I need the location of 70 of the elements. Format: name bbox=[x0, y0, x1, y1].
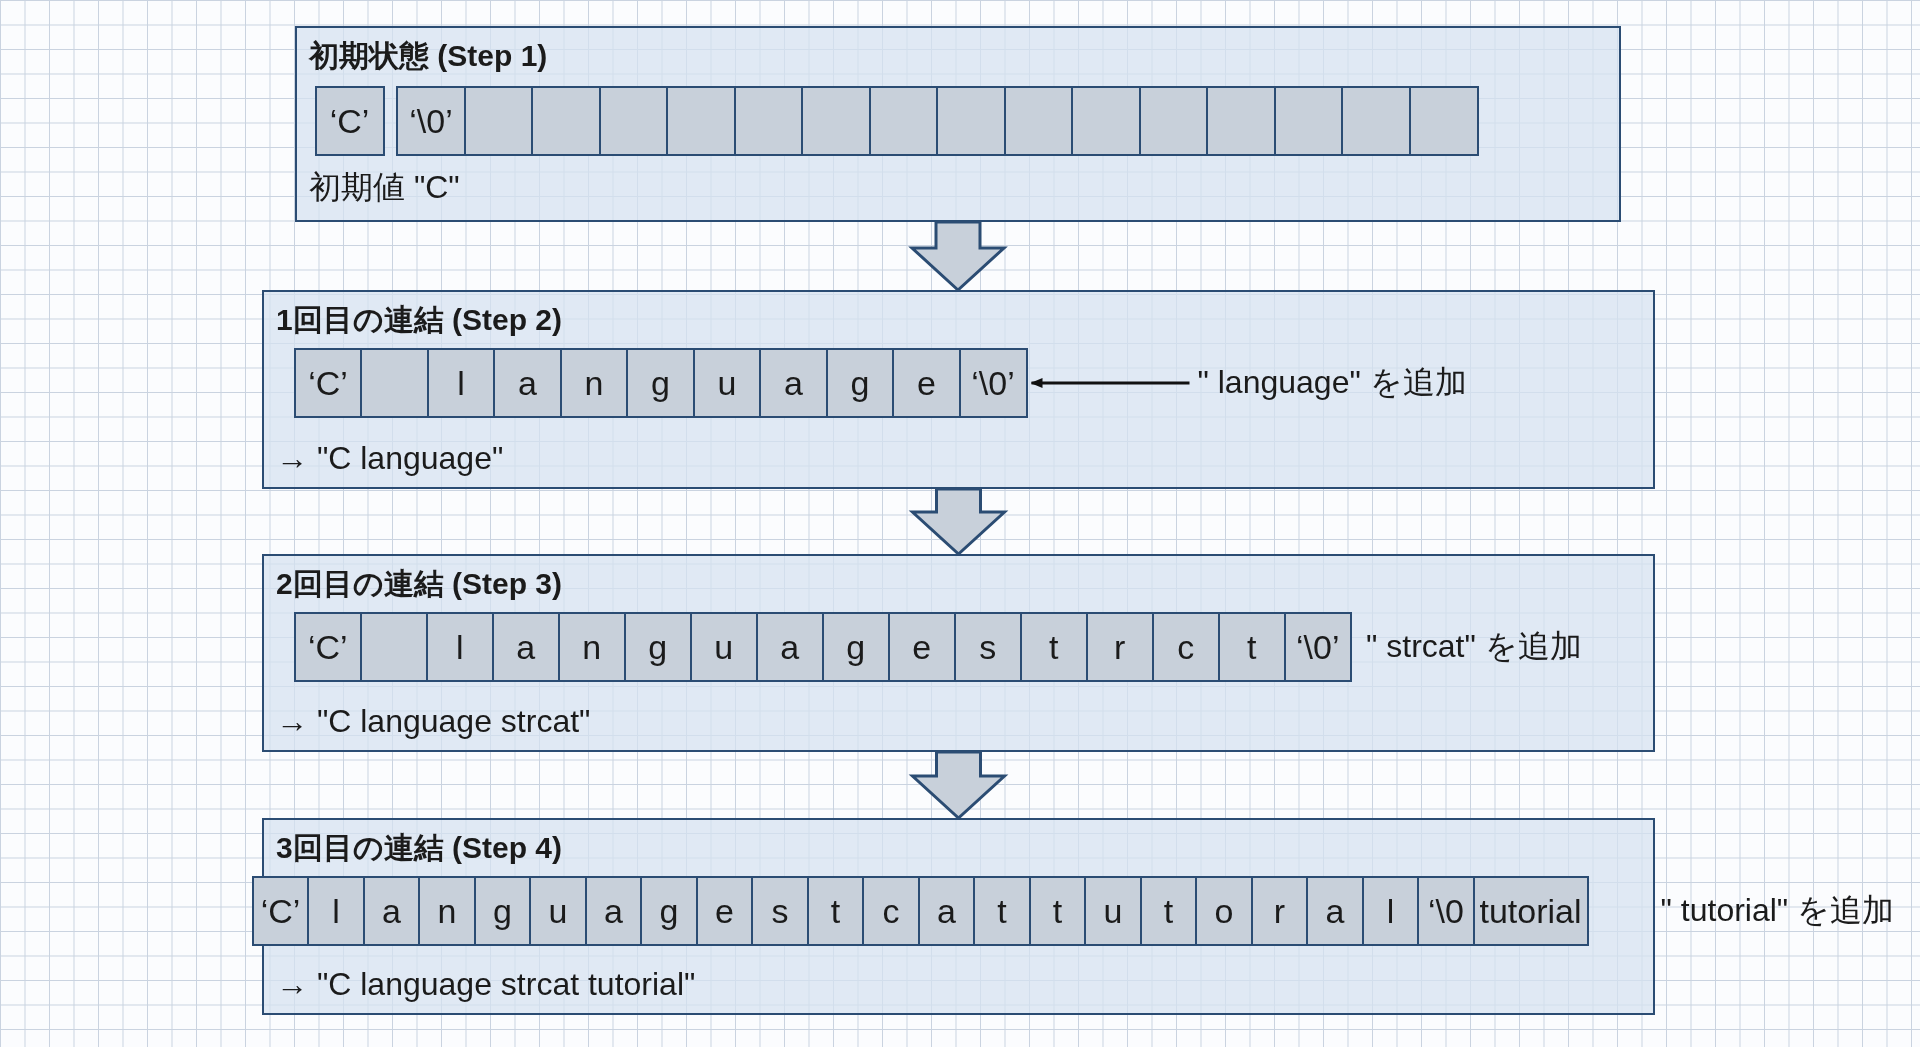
annotation-text: " strcat" を追加 bbox=[1366, 627, 1582, 666]
char-cell: o bbox=[1195, 876, 1253, 946]
step-panel bbox=[262, 290, 1655, 489]
char-cell: a bbox=[493, 348, 562, 418]
char-cell: t bbox=[1139, 876, 1198, 946]
char-cell: ‘\0’ bbox=[1283, 612, 1352, 682]
result-text: → "C language" bbox=[276, 440, 504, 477]
block-arrow bbox=[908, 487, 1009, 557]
char-cell: a bbox=[584, 876, 643, 946]
char-cell: t bbox=[1028, 876, 1087, 946]
char-cell: t bbox=[1217, 612, 1286, 682]
char-cell: a bbox=[755, 612, 824, 682]
char-cell: g bbox=[640, 876, 698, 946]
char-cell: u bbox=[689, 612, 758, 682]
char-cell: n bbox=[418, 876, 476, 946]
char-cell: l bbox=[307, 876, 365, 946]
step-heading: 3回目の連結 (Step 4) bbox=[276, 830, 563, 866]
char-cell: tutorial bbox=[1472, 876, 1589, 946]
step-panel bbox=[295, 26, 1621, 222]
char-cell: a bbox=[1306, 876, 1364, 946]
char-cell: t bbox=[1019, 612, 1088, 682]
step-panel bbox=[262, 554, 1655, 752]
char-cell: g bbox=[821, 612, 890, 682]
char-cell: u bbox=[692, 348, 762, 418]
char-cell: l bbox=[1361, 876, 1420, 946]
char-cell: u bbox=[1084, 876, 1142, 946]
char-cell: e bbox=[695, 876, 754, 946]
empty-cell bbox=[359, 612, 428, 682]
char-cell: a bbox=[362, 876, 421, 946]
char-cell: r bbox=[1250, 876, 1309, 946]
char-cell: ‘\0’ bbox=[958, 348, 1028, 418]
result-text: → "C language strcat" bbox=[276, 703, 591, 740]
char-cell: g bbox=[825, 348, 895, 418]
char-cell: u bbox=[529, 876, 587, 946]
char-cell: t bbox=[806, 876, 865, 946]
char-cell: a bbox=[917, 876, 976, 946]
char-cell: g bbox=[473, 876, 532, 946]
empty-cell bbox=[360, 348, 429, 418]
char-cell: a bbox=[759, 348, 828, 418]
char-cell: c bbox=[1151, 612, 1220, 682]
char-cell: ‘C’ bbox=[293, 348, 363, 418]
char-cell: ‘C’ bbox=[293, 612, 362, 682]
block-arrow bbox=[908, 220, 1008, 293]
char-cell: s bbox=[751, 876, 809, 946]
char-cell: ‘C’ bbox=[251, 876, 310, 946]
char-cell: l bbox=[425, 612, 494, 682]
char-cell: t bbox=[973, 876, 1031, 946]
char-cell: n bbox=[559, 348, 629, 418]
char-cell: g bbox=[623, 612, 692, 682]
char-cell: e bbox=[892, 348, 961, 418]
char-cell: s bbox=[953, 612, 1022, 682]
char-cell: n bbox=[557, 612, 626, 682]
result-text: 初期値 "C" bbox=[309, 168, 460, 207]
arrow bbox=[1030, 378, 1190, 388]
annotation-text: " language" を追加 bbox=[1197, 361, 1467, 405]
char-cell: ‘\0 bbox=[1417, 876, 1475, 946]
annotation-text: " tutorial" を追加 bbox=[1660, 891, 1895, 930]
char-cell: ‘\0’ bbox=[396, 86, 466, 156]
result-text: → "C language strcat tutorial" bbox=[276, 966, 696, 1003]
char-cell: r bbox=[1085, 612, 1154, 682]
step-heading: 初期状態 (Step 1) bbox=[309, 38, 548, 74]
block-arrow bbox=[908, 750, 1009, 821]
char-cell: e bbox=[887, 612, 956, 682]
char-cell: a bbox=[491, 612, 560, 682]
char-cell: ‘C’ bbox=[314, 86, 385, 156]
char-cell: c bbox=[862, 876, 920, 946]
char-cell: g bbox=[626, 348, 695, 418]
step-heading: 1回目の連結 (Step 2) bbox=[276, 302, 563, 338]
step-heading: 2回目の連結 (Step 3) bbox=[276, 566, 563, 602]
char-cell: l bbox=[426, 348, 496, 418]
